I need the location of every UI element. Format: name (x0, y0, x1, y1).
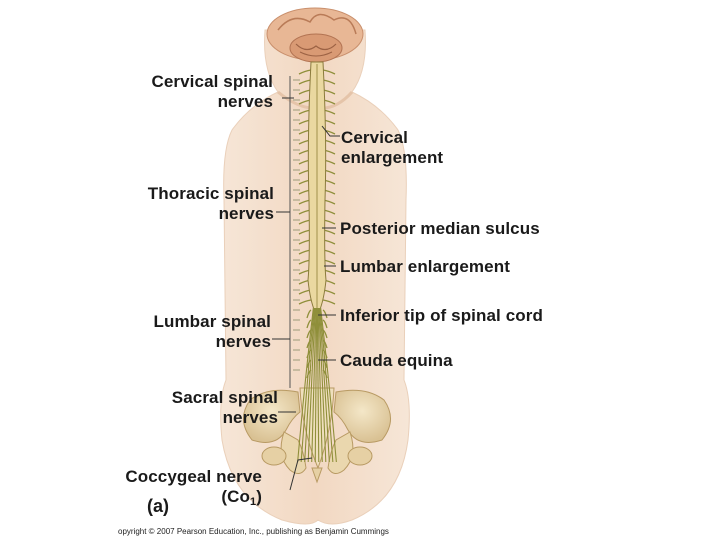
cauda-strand (314, 307, 318, 463)
nerve-root (306, 309, 312, 319)
cauda-strand (311, 307, 317, 463)
vertebra-markers (293, 79, 300, 371)
panel-letter: (a) (147, 496, 169, 516)
cauda-strand (318, 307, 327, 463)
cauda-strand (317, 307, 323, 463)
cauda-strand (316, 307, 320, 463)
leader-lines (272, 97, 340, 491)
cauda-strand (307, 307, 316, 463)
cauda-strand (297, 307, 314, 463)
nerve-root (298, 69, 312, 75)
nerve-root (298, 299, 312, 305)
copyright-text: opyright © 2007 Pearson Education, Inc.,… (118, 527, 389, 536)
label-posterior-median-sulcus: Posterior median sulcus (340, 219, 540, 238)
cauda-strand (320, 307, 337, 463)
cauda-strand (318, 307, 330, 463)
pelvis (243, 387, 391, 484)
cauda-strand (304, 307, 316, 463)
nerve-root (306, 319, 312, 329)
nerve-root (322, 309, 328, 319)
cauda-equina-strands (297, 307, 337, 463)
label-inferior-tip: Inferior tip of spinal cord (340, 306, 543, 325)
cauda-strand (319, 307, 334, 463)
nerve-root (322, 319, 328, 329)
label-coccygeal-nerve: Coccygeal nerve (Co1) (125, 467, 262, 508)
nerve-root (322, 299, 336, 305)
label-cauda-equina: Cauda equina (340, 351, 453, 370)
label-lumbar-enlargement: Lumbar enlargement (340, 257, 510, 276)
nerve-root (322, 69, 336, 75)
brain-base (266, 7, 364, 63)
cauda-strand (300, 307, 315, 463)
